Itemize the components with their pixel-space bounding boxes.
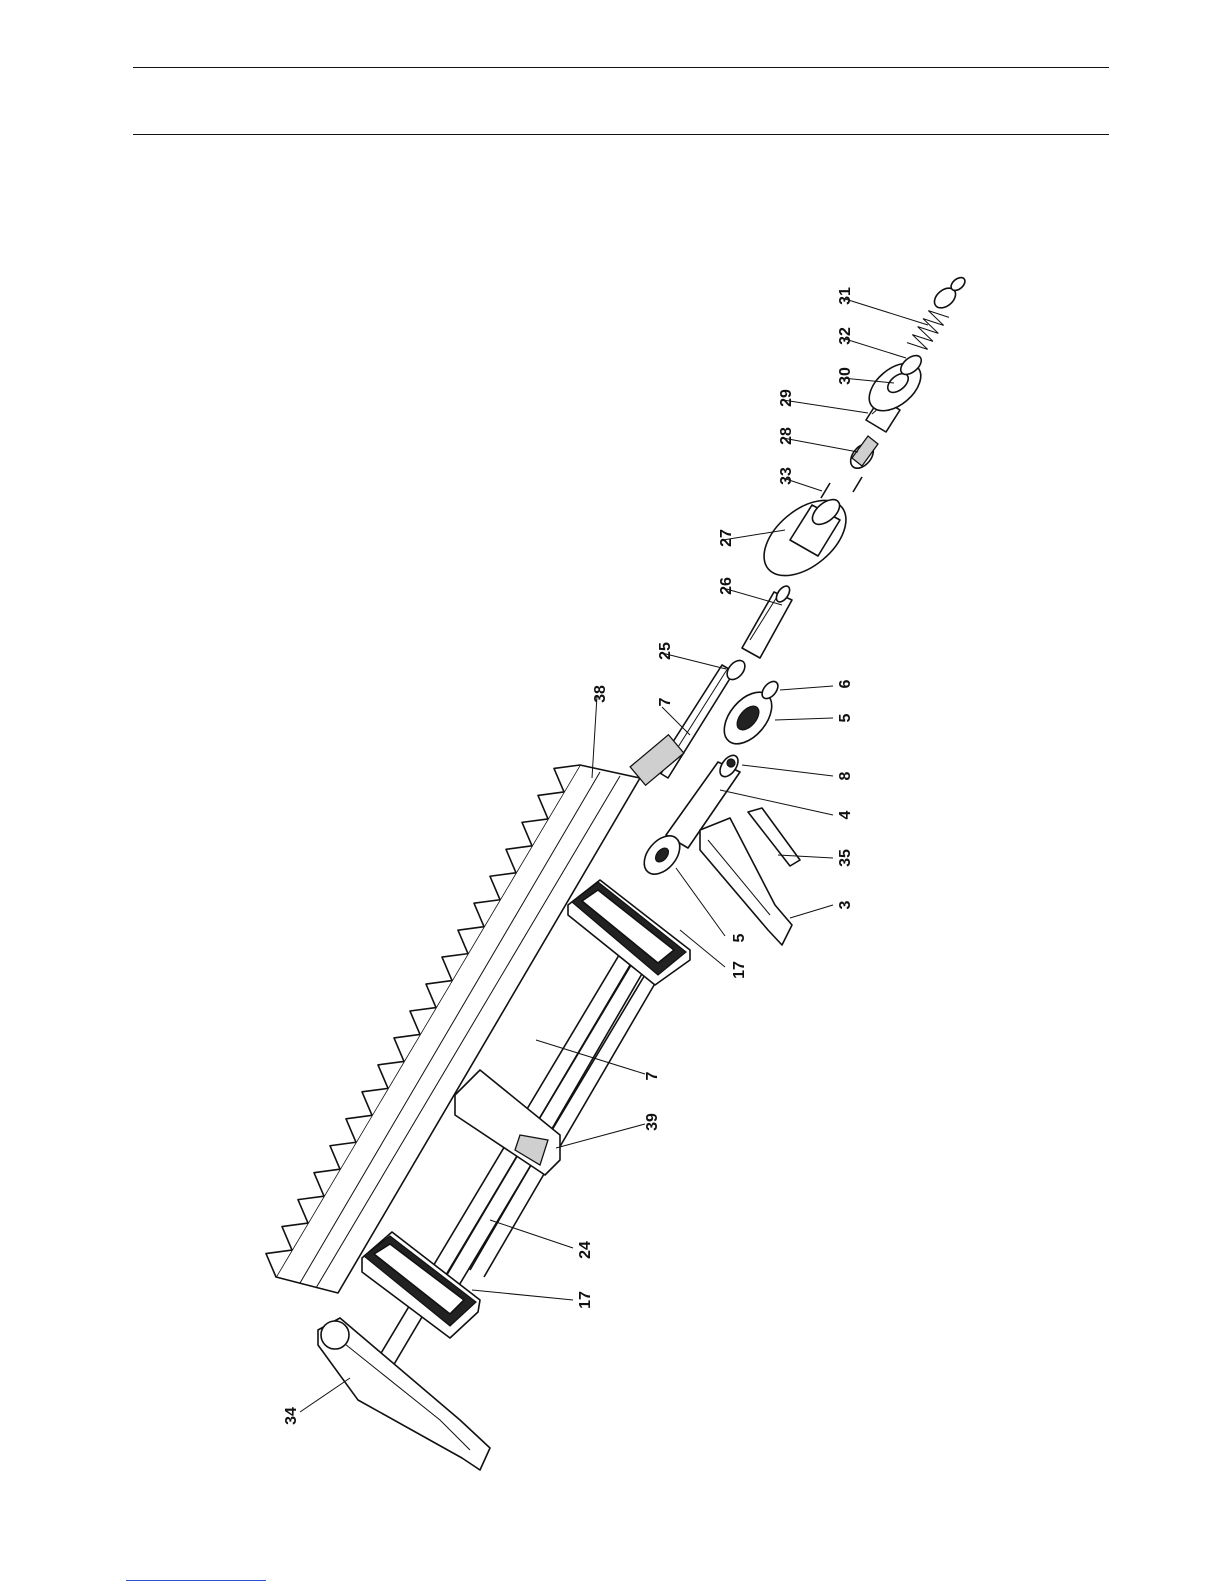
footer-link-underline[interactable] (126, 1580, 266, 1581)
callout-29: 29 (778, 389, 795, 407)
callout-8: 8 (837, 771, 854, 780)
callout-25: 25 (657, 642, 674, 660)
spring-coil-part (907, 275, 967, 349)
callout-33: 33 (778, 467, 795, 485)
callout-30: 30 (837, 367, 854, 385)
large-flange-part (750, 486, 860, 591)
callout-26: 26 (718, 577, 735, 595)
callout-38: 38 (592, 685, 609, 703)
callout-5-upper: 5 (837, 713, 854, 722)
cross-bracket-part (455, 1070, 560, 1175)
callout-6: 6 (837, 679, 854, 688)
end-bracket-part (318, 1318, 490, 1470)
callout-7-lower: 7 (644, 1071, 661, 1080)
callout-27: 27 (718, 529, 735, 547)
callout-31: 31 (837, 287, 854, 305)
callout-39: 39 (644, 1113, 661, 1131)
callout-7-upper: 7 (657, 697, 674, 706)
lever-part (748, 808, 800, 866)
callout-28: 28 (778, 427, 795, 445)
callout-24: 24 (577, 1241, 594, 1259)
callout-3: 3 (837, 900, 854, 909)
callout-32: 32 (837, 327, 854, 345)
pinion-part (846, 436, 878, 473)
rack-part (266, 765, 640, 1293)
callout-4: 4 (837, 810, 854, 819)
callout-5-lower: 5 (731, 933, 748, 942)
callout-35: 35 (837, 849, 854, 867)
callout-34: 34 (283, 1407, 300, 1425)
callout-17-upper: 17 (731, 961, 748, 979)
pin-33-part (821, 477, 862, 498)
sleeve-shaft-part (742, 584, 792, 658)
callout-17-lower: 17 (577, 1291, 594, 1309)
